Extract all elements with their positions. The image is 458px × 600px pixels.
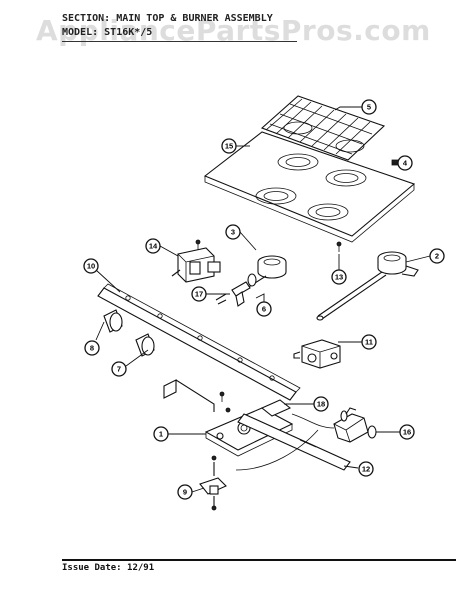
callout-10[interactable]: 10 — [83, 258, 99, 274]
regulator-bracket[interactable] — [204, 399, 294, 457]
leader-lines — [95, 106, 431, 493]
model-label: MODEL: — [62, 27, 99, 38]
callout-3[interactable]: 3 — [225, 224, 241, 240]
callout-9[interactable]: 9 — [177, 484, 193, 500]
callout-7-label: 7 — [117, 365, 121, 374]
callout-18-label: 18 — [317, 400, 325, 409]
callout-9-label: 9 — [183, 488, 187, 497]
callout-10-label: 10 — [87, 262, 95, 271]
callout-2-label: 2 — [435, 252, 439, 261]
callout-7[interactable]: 7 — [111, 361, 127, 377]
callout-16-label: 16 — [403, 428, 411, 437]
shutoff-valve[interactable] — [333, 407, 377, 443]
callout-12[interactable]: 12 — [358, 461, 374, 477]
model-number: ST16K*/5 — [104, 27, 153, 38]
issue-date-label: Issue Date: — [62, 563, 122, 573]
callout-4-label: 4 — [403, 159, 408, 168]
header-rule — [62, 41, 297, 42]
callout-5[interactable]: 5 — [361, 99, 377, 115]
burner-with-tube[interactable] — [316, 251, 419, 321]
callout-15[interactable]: 15 — [221, 138, 237, 154]
orifice-fitting[interactable] — [215, 273, 257, 307]
mounting-bracket[interactable] — [163, 379, 231, 413]
model-row: MODEL: ST16K*/5 — [62, 26, 297, 40]
callout-3-label: 3 — [231, 228, 235, 237]
callout-15-label: 15 — [225, 142, 233, 151]
callout-4[interactable]: 4 — [397, 155, 413, 171]
callout-13[interactable]: 13 — [331, 269, 347, 285]
screw[interactable] — [336, 241, 342, 252]
callout-14[interactable]: 14 — [145, 238, 161, 254]
header: SECTION: MAIN TOP & BURNER ASSEMBLY MODE… — [62, 12, 297, 42]
callout-12-label: 12 — [362, 465, 370, 474]
control-knob[interactable] — [95, 309, 123, 341]
callout-2[interactable]: 2 — [429, 248, 445, 264]
callout-1[interactable]: 1 — [153, 426, 169, 442]
callout-6-label: 6 — [262, 305, 266, 314]
callout-11[interactable]: 11 — [361, 334, 377, 350]
callout-11-label: 11 — [365, 338, 373, 347]
callout-1-label: 1 — [159, 430, 163, 439]
gas-tube-2 — [235, 429, 319, 471]
igniter-bracket[interactable] — [199, 455, 227, 511]
burner-grate[interactable] — [260, 95, 386, 161]
callout-17-label: 17 — [195, 290, 203, 299]
callout-5-label: 5 — [367, 103, 371, 112]
callout-17[interactable]: 17 — [191, 286, 207, 302]
gas-tube — [291, 413, 335, 429]
section-title: MAIN TOP & BURNER ASSEMBLY — [116, 13, 273, 24]
issue-date: 12/91 — [127, 563, 155, 573]
control-knob-2[interactable] — [135, 333, 155, 357]
main-top[interactable] — [203, 131, 416, 243]
manifold-bar[interactable] — [97, 283, 301, 401]
callout-6[interactable]: 6 — [256, 301, 272, 317]
callout-13-label: 13 — [335, 273, 343, 282]
callout-8[interactable]: 8 — [84, 340, 100, 356]
callout-8-label: 8 — [90, 344, 94, 353]
section-row: SECTION: MAIN TOP & BURNER ASSEMBLY — [62, 12, 297, 26]
callout-18[interactable]: 18 — [313, 396, 329, 412]
callout-14-label: 14 — [149, 242, 158, 251]
gas-valve[interactable] — [293, 339, 341, 369]
footer: Issue Date: 12/91 — [62, 559, 456, 573]
igniter-switch[interactable] — [171, 239, 221, 283]
support-bar[interactable] — [237, 413, 351, 471]
callout-16[interactable]: 16 — [399, 424, 415, 440]
section-label: SECTION: — [62, 13, 111, 24]
